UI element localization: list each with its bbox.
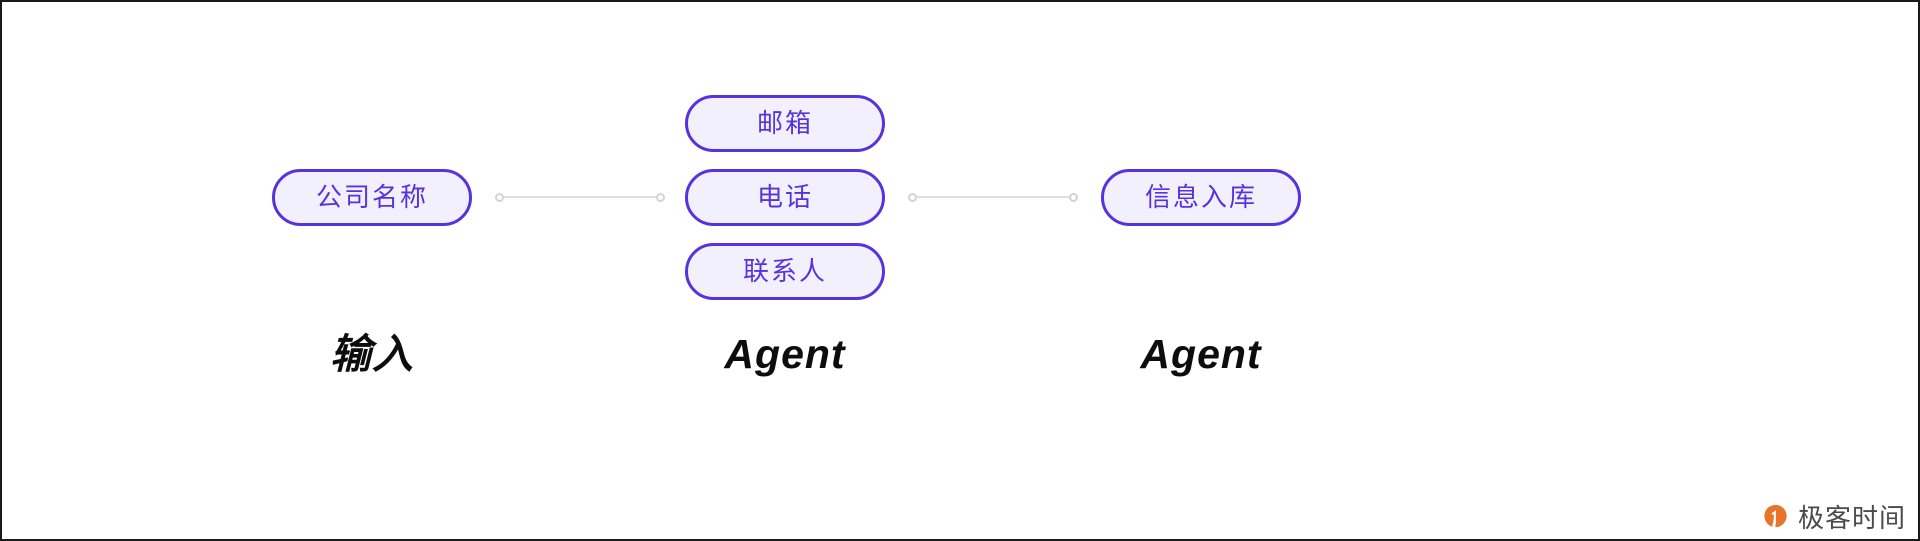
node-email[interactable]: 邮箱	[685, 94, 885, 152]
connector-end-dot-icon	[656, 192, 665, 202]
connector-end-dot-icon	[1069, 192, 1078, 202]
connector-input-to-agent	[495, 191, 665, 203]
caption-agent-store: Agent	[1140, 331, 1262, 377]
node-column-input: 公司名称	[272, 62, 472, 332]
caption-input: 输入	[330, 331, 414, 377]
connector-line	[504, 196, 656, 198]
node-info-storage[interactable]: 信息入库	[1101, 168, 1301, 226]
caption-agent-extract: Agent	[724, 331, 846, 377]
connector-agent-to-agent	[908, 191, 1078, 203]
connector-line	[917, 196, 1069, 198]
watermark: 极客时间	[1760, 502, 1906, 533]
connector-start-dot-icon	[908, 192, 917, 202]
connector-start-dot-icon	[495, 192, 504, 202]
node-contact-person[interactable]: 联系人	[685, 242, 885, 300]
node-phone[interactable]: 电话	[685, 168, 885, 226]
geektime-logo-icon	[1764, 504, 1787, 532]
node-column-agent-extract: 邮箱 电话 联系人	[685, 62, 885, 332]
node-company-name[interactable]: 公司名称	[272, 168, 472, 226]
watermark-text: 极客时间	[1797, 502, 1906, 533]
node-column-agent-store: 信息入库	[1101, 62, 1301, 332]
